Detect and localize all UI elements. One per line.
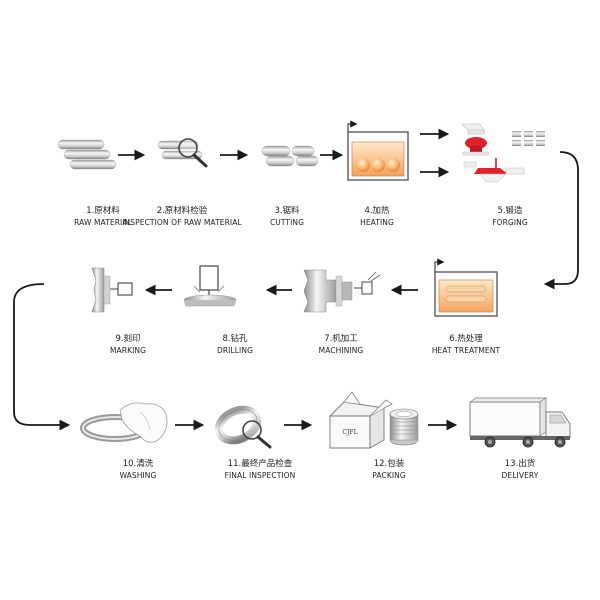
step-10-en: WASHING: [119, 471, 157, 480]
raw-material-bars-icon: [57, 139, 117, 170]
step-10-label: 10.清洗 WASHING: [63, 458, 213, 482]
truck-icon: [468, 397, 571, 448]
step-3-en: CUTTING: [269, 218, 305, 227]
step-4-cn: 4.加热: [364, 206, 390, 216]
step-9-en: MARKING: [109, 346, 147, 355]
drill-icon: [183, 265, 237, 307]
arrow-5-6: [543, 151, 579, 290]
step-7-label: 7.机加工 MACHINING: [266, 333, 416, 357]
step-13-label: 13.出货 DELIVERY: [445, 458, 595, 482]
step-3-label: 3.锯料 CUTTING: [212, 205, 362, 229]
step-8-cn: 8.钻孔: [222, 334, 248, 344]
step-6-label: 6.热处理 HEAT TREATMENT: [391, 333, 541, 357]
step-9-label: 9.刻印 MARKING: [53, 333, 203, 357]
step-5-en: FORGING: [492, 218, 528, 227]
box-mark-text: CJFL: [342, 429, 357, 436]
step-3-cn: 3.锯料: [274, 206, 300, 216]
magnifier-bars-icon: [157, 138, 208, 168]
step-9-cn: 9.刻印: [115, 334, 141, 344]
box-coil-icon: CJFL: [328, 391, 419, 449]
step-12-en: PACKING: [372, 471, 406, 480]
step-13-cn: 13.出货: [504, 459, 536, 469]
step-11-en: FINAL INSPECTION: [224, 471, 296, 480]
step-6-en: HEAT TREATMENT: [431, 346, 501, 355]
step-8-label: 8.钻孔 DRILLING: [160, 333, 310, 357]
step-12-label: 12.包装 PACKING: [314, 458, 464, 482]
step-1-cn: 1.原材料: [86, 206, 120, 216]
furnace-icon: [347, 120, 409, 181]
step-1-label: 1.原材料 RAW MATERIAL: [28, 205, 178, 229]
step-2-en: INSPECTION OF RAW MATERIAL: [122, 218, 242, 227]
step-11-cn: 11.最终产品检查: [227, 459, 293, 469]
lathe-icon: [303, 269, 381, 313]
step-5-cn: 5.锻造: [497, 206, 523, 216]
step-8-en: DRILLING: [217, 346, 253, 355]
step-13-en: DELIVERY: [501, 471, 539, 480]
coil-stack: [389, 408, 419, 446]
washing-cloth-icon: [80, 402, 168, 443]
heat-treatment-furnace-icon: [434, 258, 498, 317]
step-2-label: 2.原材料检验 INSPECTION OF RAW MATERIAL: [107, 205, 257, 229]
step-7-en: MACHINING: [318, 346, 364, 355]
step-12-cn: 12.包装: [373, 459, 405, 469]
cut-billets-icon: [261, 145, 319, 167]
step-7-cn: 7.机加工: [324, 334, 358, 344]
step-6-cn: 6.热处理: [449, 334, 483, 344]
step-4-label: 4.加热 HEATING: [302, 205, 452, 229]
step-4-en: HEATING: [360, 218, 394, 227]
forging-press-icon: [461, 123, 545, 183]
step-1-en: RAW MATERIAL: [74, 218, 132, 227]
step-2-cn: 2.原材料检验: [156, 206, 208, 216]
connectors: [13, 128, 579, 431]
step-10-cn: 10.清洗: [122, 459, 154, 469]
arrow-9-10: [13, 283, 71, 431]
marking-icon: [91, 267, 133, 313]
step-11-label: 11.最终产品检查 FINAL INSPECTION: [185, 458, 335, 482]
step-5-label: 5.锻造 FORGING: [435, 205, 585, 229]
magnifier-ring-icon: [214, 405, 272, 449]
